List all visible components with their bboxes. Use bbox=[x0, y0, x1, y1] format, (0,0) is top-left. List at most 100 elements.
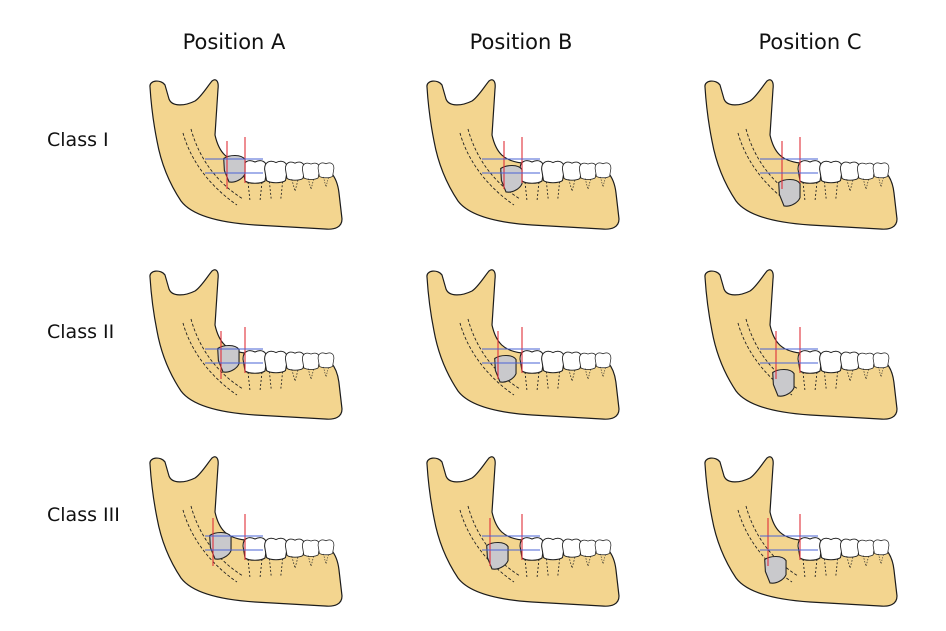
mandible-class-ii-position-b bbox=[422, 265, 622, 435]
tooth-crown bbox=[301, 539, 321, 557]
tooth-crown bbox=[819, 537, 843, 561]
tooth-root bbox=[568, 179, 576, 193]
erupted-tooth bbox=[242, 350, 268, 392]
mandible-class-iii-position-b bbox=[422, 452, 622, 622]
tooth-root bbox=[878, 553, 884, 565]
tooth-root bbox=[291, 179, 299, 193]
erupted-tooth bbox=[856, 352, 876, 381]
canal-dashed-line bbox=[190, 128, 244, 200]
erupted-tooth bbox=[839, 538, 861, 570]
erupted-tooth bbox=[819, 160, 843, 200]
tooth-crown bbox=[541, 350, 565, 374]
tooth-root bbox=[568, 556, 576, 570]
tooth-crown bbox=[317, 162, 335, 179]
impacted-third-molar bbox=[486, 541, 509, 570]
canal-dashed-line bbox=[467, 505, 521, 577]
erupted-tooth bbox=[839, 161, 861, 193]
erupted-tooth bbox=[317, 352, 335, 378]
mandible-class-i-position-b bbox=[422, 75, 622, 245]
tooth-root bbox=[823, 371, 839, 390]
erupted-tooth bbox=[797, 160, 823, 202]
erupted-tooth bbox=[561, 161, 583, 193]
tooth-crown bbox=[797, 537, 823, 561]
erupted-tooth bbox=[264, 350, 288, 390]
impacted-third-molar bbox=[772, 368, 795, 397]
tooth-root bbox=[802, 371, 818, 392]
tooth-crown bbox=[856, 162, 876, 180]
tooth-crown bbox=[541, 160, 565, 184]
tooth-root bbox=[268, 371, 284, 390]
erupted-tooth bbox=[819, 537, 843, 577]
erupted-tooth bbox=[578, 352, 598, 381]
ramus-dashed-line bbox=[459, 132, 515, 206]
erupted-tooth bbox=[872, 162, 890, 188]
erupted-tooth bbox=[541, 537, 565, 577]
tooth-crown bbox=[797, 350, 823, 374]
mandible-illustration bbox=[149, 456, 343, 607]
row-label-class-i: Class I bbox=[47, 129, 109, 151]
canal-dashed-line bbox=[190, 505, 244, 577]
mandible-class-i-position-a bbox=[145, 75, 345, 245]
tooth-root bbox=[878, 176, 884, 188]
tooth-root bbox=[862, 555, 870, 568]
ramus-dashed-line bbox=[182, 509, 238, 583]
tooth-crown bbox=[519, 350, 545, 374]
tooth-root bbox=[307, 178, 315, 191]
tooth-root bbox=[291, 369, 299, 383]
canal-dashed-line bbox=[467, 128, 521, 200]
tooth-crown bbox=[561, 351, 583, 371]
tooth-crown bbox=[301, 162, 321, 180]
tooth-root bbox=[247, 558, 263, 579]
canal-dashed-line bbox=[745, 505, 799, 577]
erupted-tooth bbox=[519, 160, 545, 202]
canal-dashed-line bbox=[190, 318, 244, 390]
erupted-tooth bbox=[578, 162, 598, 191]
ramus-dashed-line bbox=[182, 322, 238, 396]
mandible-class-iii-position-c bbox=[700, 452, 900, 622]
tooth-crown bbox=[839, 351, 861, 371]
tooth-root bbox=[247, 371, 263, 392]
ramus-dashed-line bbox=[459, 322, 515, 396]
erupted-tooth bbox=[242, 537, 268, 579]
tooth-root bbox=[307, 555, 315, 568]
erupted-tooth bbox=[872, 539, 890, 565]
mandible-class-iii-position-a bbox=[145, 452, 345, 622]
mandible-class-ii-position-c bbox=[700, 265, 900, 435]
erupted-tooth bbox=[594, 352, 612, 378]
row-label-class-iii: Class III bbox=[47, 504, 120, 526]
tooth-crown bbox=[541, 537, 565, 561]
tooth-crown bbox=[856, 539, 876, 557]
mandible-illustration bbox=[704, 456, 898, 607]
tooth-crown bbox=[872, 162, 890, 179]
tooth-root bbox=[584, 178, 592, 191]
erupted-tooth bbox=[578, 539, 598, 568]
mandible-bone bbox=[704, 456, 898, 607]
erupted-tooth bbox=[561, 538, 583, 570]
tooth-crown bbox=[284, 351, 306, 371]
impacted-third-molar bbox=[217, 344, 240, 373]
tooth-crown bbox=[264, 160, 288, 184]
ramus-dashed-line bbox=[182, 132, 238, 206]
tooth-root bbox=[600, 366, 606, 378]
impacted-tooth-crown bbox=[500, 164, 523, 193]
tooth-root bbox=[268, 181, 284, 200]
erupted-tooth bbox=[301, 162, 321, 191]
erupted-tooth bbox=[856, 162, 876, 191]
tooth-root bbox=[307, 368, 315, 381]
ramus-dashed-line bbox=[459, 509, 515, 583]
erupted-tooth bbox=[264, 537, 288, 577]
tooth-crown bbox=[561, 538, 583, 558]
mandible-illustration bbox=[704, 79, 898, 230]
tooth-crown bbox=[301, 352, 321, 370]
impacted-tooth-crown bbox=[764, 555, 787, 584]
tooth-crown bbox=[264, 350, 288, 374]
tooth-crown bbox=[839, 538, 861, 558]
mandible-bone bbox=[426, 456, 620, 607]
tooth-crown bbox=[819, 350, 843, 374]
canal-dashed-line bbox=[745, 128, 799, 200]
tooth-root bbox=[323, 553, 329, 565]
impacted-third-molar bbox=[764, 555, 787, 584]
tooth-root bbox=[802, 558, 818, 579]
mandible-bone bbox=[426, 269, 620, 420]
mandible-bone bbox=[426, 79, 620, 230]
